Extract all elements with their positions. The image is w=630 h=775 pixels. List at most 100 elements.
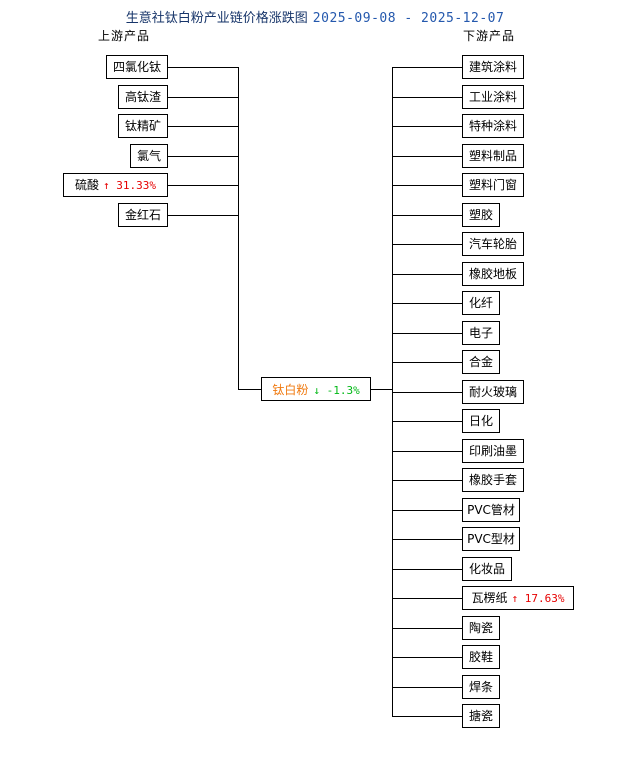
downstream-stub-8 xyxy=(392,303,462,304)
downstream-stub-21 xyxy=(392,687,462,688)
downstream-node-22[interactable]: 搪瓷 xyxy=(462,704,500,728)
downstream-node-12[interactable]: 日化 xyxy=(462,409,500,433)
node-label: 氯气 xyxy=(136,149,161,163)
upstream-stub-1 xyxy=(168,97,238,98)
node-label: 陶瓷 xyxy=(468,621,493,635)
node-label: 硫酸 xyxy=(75,178,100,192)
downstream-node-10[interactable]: 合金 xyxy=(462,350,500,374)
upstream-stub-2 xyxy=(168,126,238,127)
downstream-stub-10 xyxy=(392,362,462,363)
node-label: 塑胶 xyxy=(468,208,493,222)
upstream-node-3[interactable]: 氯气 xyxy=(130,144,168,168)
node-label: PVC型材 xyxy=(467,532,515,546)
downstream-stub-0 xyxy=(392,67,462,68)
center-node-label: 钛白粉 xyxy=(272,383,309,397)
node-label: 塑料制品 xyxy=(468,149,517,163)
downstream-stub-5 xyxy=(392,215,462,216)
upstream-node-5[interactable]: 金红石 xyxy=(118,203,168,227)
upstream-node-0[interactable]: 四氯化钛 xyxy=(106,55,168,79)
downstream-stub-19 xyxy=(392,628,462,629)
downstream-node-17[interactable]: 化妆品 xyxy=(462,557,512,581)
downstream-stub-14 xyxy=(392,480,462,481)
downstream-stub-2 xyxy=(392,126,462,127)
downstream-column-header: 下游产品 xyxy=(463,29,516,43)
upstream-bus-to-center xyxy=(238,389,261,390)
node-label: 塑料门窗 xyxy=(468,178,517,192)
node-label: 橡胶手套 xyxy=(468,473,517,487)
downstream-node-3[interactable]: 塑料制品 xyxy=(462,144,524,168)
node-label: 瓦楞纸 xyxy=(471,591,508,605)
downstream-bus xyxy=(392,67,393,716)
downstream-stub-4 xyxy=(392,185,462,186)
node-label: 胶鞋 xyxy=(468,650,493,664)
downstream-node-19[interactable]: 陶瓷 xyxy=(462,616,500,640)
center-node-change: ↓ -1.3% xyxy=(313,384,360,397)
downstream-node-1[interactable]: 工业涂料 xyxy=(462,85,524,109)
upstream-bus xyxy=(238,67,239,389)
node-label: 化妆品 xyxy=(468,562,505,576)
node-label: 化纤 xyxy=(468,296,493,310)
downstream-stub-7 xyxy=(392,274,462,275)
upstream-stub-5 xyxy=(168,215,238,216)
downstream-node-5[interactable]: 塑胶 xyxy=(462,203,500,227)
center-node-titanium-dioxide[interactable]: 钛白粉 ↓ -1.3% xyxy=(261,377,371,401)
node-label: 工业涂料 xyxy=(468,90,517,104)
downstream-node-15[interactable]: PVC管材 xyxy=(462,498,520,522)
downstream-node-4[interactable]: 塑料门窗 xyxy=(462,173,524,197)
downstream-node-0[interactable]: 建筑涂料 xyxy=(462,55,524,79)
downstream-stub-15 xyxy=(392,510,462,511)
node-label: 高钛渣 xyxy=(124,90,161,104)
node-label: 汽车轮胎 xyxy=(468,237,517,251)
downstream-stub-3 xyxy=(392,156,462,157)
downstream-stub-18 xyxy=(392,598,462,599)
node-label: 日化 xyxy=(468,414,493,428)
node-label: 橡胶地板 xyxy=(468,267,517,281)
downstream-stub-17 xyxy=(392,569,462,570)
downstream-stub-9 xyxy=(392,333,462,334)
downstream-node-8[interactable]: 化纤 xyxy=(462,291,500,315)
downstream-node-7[interactable]: 橡胶地板 xyxy=(462,262,524,286)
downstream-stub-13 xyxy=(392,451,462,452)
downstream-stub-1 xyxy=(392,97,462,98)
node-label: 电子 xyxy=(468,326,493,340)
downstream-node-21[interactable]: 焊条 xyxy=(462,675,500,699)
upstream-stub-0 xyxy=(168,67,238,68)
node-label: PVC管材 xyxy=(467,503,515,517)
downstream-stub-12 xyxy=(392,421,462,422)
upstream-node-1[interactable]: 高钛渣 xyxy=(118,85,168,109)
downstream-stub-6 xyxy=(392,244,462,245)
date-range-text: 2025-09-08 - 2025-12-07 xyxy=(312,11,505,26)
node-label: 建筑涂料 xyxy=(468,60,517,74)
downstream-node-14[interactable]: 橡胶手套 xyxy=(462,468,524,492)
downstream-node-11[interactable]: 耐火玻璃 xyxy=(462,380,524,404)
node-label: 金红石 xyxy=(124,208,161,222)
upstream-stub-4 xyxy=(168,185,238,186)
downstream-node-16[interactable]: PVC型材 xyxy=(462,527,520,551)
upstream-stub-3 xyxy=(168,156,238,157)
downstream-stub-16 xyxy=(392,539,462,540)
downstream-node-2[interactable]: 特种涂料 xyxy=(462,114,524,138)
upstream-node-4[interactable]: 硫酸↑ 31.33% xyxy=(63,173,168,197)
downstream-node-20[interactable]: 胶鞋 xyxy=(462,645,500,669)
node-label: 合金 xyxy=(468,355,493,369)
node-label: 焊条 xyxy=(468,680,493,694)
node-label: 四氯化钛 xyxy=(112,60,161,74)
upstream-column-header: 上游产品 xyxy=(98,29,151,43)
downstream-stub-22 xyxy=(392,716,462,717)
node-label: 钛精矿 xyxy=(124,119,161,133)
node-label: 特种涂料 xyxy=(468,119,517,133)
node-change-up: ↑ 31.33% xyxy=(103,179,156,192)
title-text: 生意社钛白粉产业链价格涨跌图 xyxy=(125,11,308,26)
downstream-node-18[interactable]: 瓦楞纸↑ 17.63% xyxy=(462,586,574,610)
downstream-stub-20 xyxy=(392,657,462,658)
upstream-node-2[interactable]: 钛精矿 xyxy=(118,114,168,138)
downstream-node-13[interactable]: 印刷油墨 xyxy=(462,439,524,463)
downstream-node-6[interactable]: 汽车轮胎 xyxy=(462,232,524,256)
downstream-stub-11 xyxy=(392,392,462,393)
downstream-node-9[interactable]: 电子 xyxy=(462,321,500,345)
page-title: 生意社钛白粉产业链价格涨跌图 2025-09-08 - 2025-12-07 xyxy=(0,7,630,26)
node-label: 耐火玻璃 xyxy=(468,385,517,399)
node-label: 印刷油墨 xyxy=(468,444,517,458)
node-change-up: ↑ 17.63% xyxy=(511,592,565,605)
